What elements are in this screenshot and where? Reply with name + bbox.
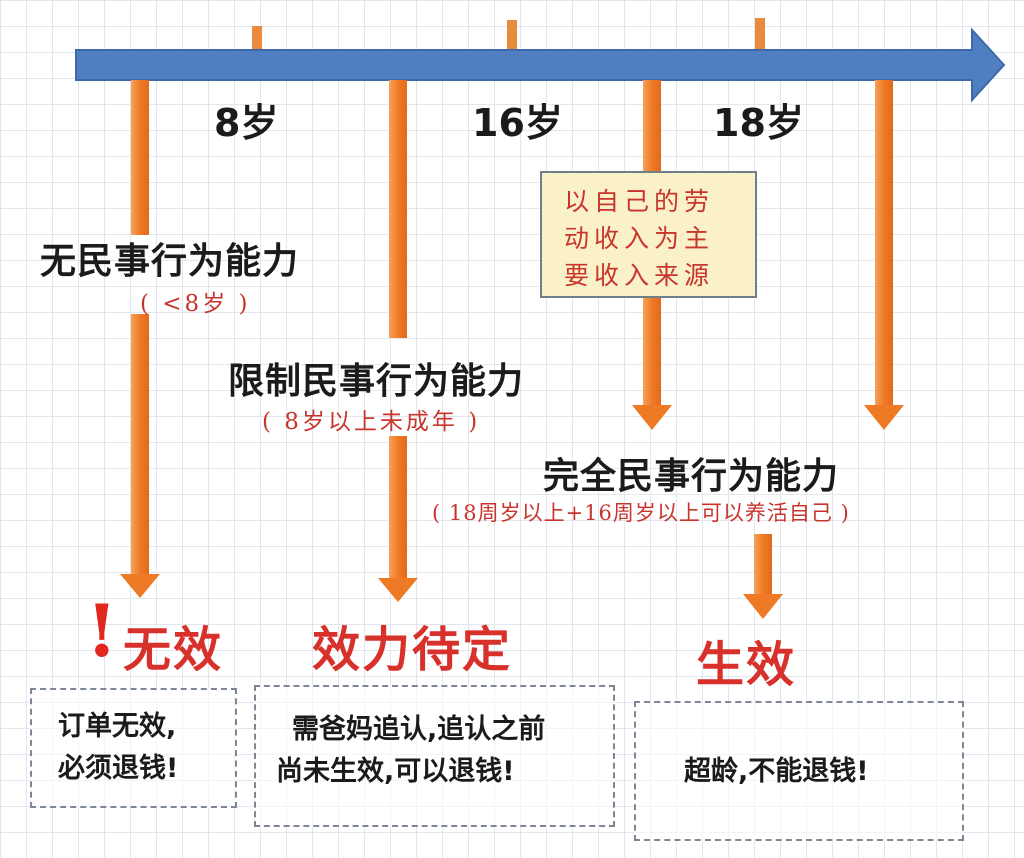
result-invalid: 无效 — [123, 622, 224, 678]
age-label-8: 8岁 — [214, 101, 279, 145]
timeline-axis-arrow — [75, 27, 1006, 103]
heading-limited-capacity: 限制民事行为能力 — [228, 361, 525, 402]
note-no-capacity: ( <8岁 ) — [140, 291, 251, 317]
arrow-16-income-to-full — [632, 80, 672, 430]
box-pending-line-1: 需爸妈追认,追认之前 — [292, 714, 546, 745]
arrow-none-to-invalid — [120, 80, 160, 598]
box-effective: 超龄,不能退钱! — [634, 701, 964, 841]
tick-18 — [755, 18, 765, 50]
income-line-1: 以自己的劳 — [564, 187, 715, 216]
heading-full-capacity: 完全民事行为能力 — [543, 456, 840, 497]
box-invalid-line-1: 订单无效, — [58, 711, 177, 742]
age-label-18: 18岁 — [713, 101, 804, 145]
arrow-full-to-effective — [743, 534, 783, 619]
age-label-16: 16岁 — [472, 101, 563, 145]
result-pending: 效力待定 — [312, 622, 513, 678]
box-pending-line-2: 尚未生效,可以退钱! — [276, 756, 515, 787]
heading-no-capacity: 无民事行为能力 — [40, 241, 300, 282]
box-invalid-line-2: 必须退钱! — [58, 753, 179, 784]
income-condition-box: 以自己的劳 动收入为主 要收入来源 — [540, 171, 757, 298]
exclamation-icon: ! — [86, 588, 118, 673]
arrow-18-to-full — [864, 80, 904, 430]
note-full-capacity: ( 18周岁以上+16周岁以上可以养活自己 ) — [432, 501, 850, 525]
arrow-limited-to-pending — [378, 80, 418, 602]
income-line-3: 要收入来源 — [564, 261, 715, 290]
tick-8 — [252, 26, 262, 50]
box-pending: 需爸妈追认,追认之前 尚未生效,可以退钱! — [254, 685, 615, 827]
income-line-2: 动收入为主 — [564, 224, 715, 253]
result-effective: 生效 — [696, 637, 797, 693]
box-invalid: 订单无效, 必须退钱! — [30, 688, 237, 808]
note-limited-capacity: ( 8岁以上未成年 ) — [262, 409, 481, 435]
box-effective-line-1: 超龄,不能退钱! — [684, 756, 869, 787]
tick-16 — [507, 20, 517, 50]
